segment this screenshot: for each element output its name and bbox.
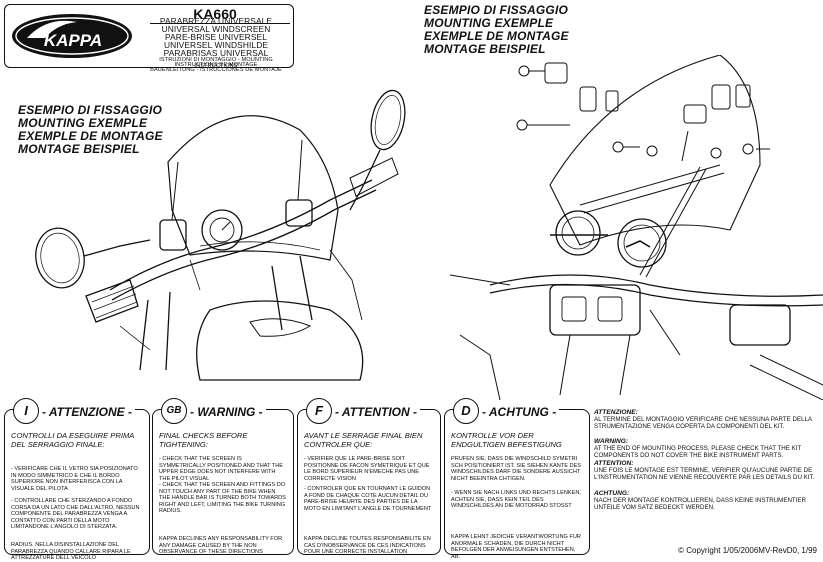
notice-label: WARNING: [594, 438, 629, 445]
badge-icon: I [13, 398, 39, 424]
copyright: © Copyright 1/05/2006MV-RevD0, 1/99 [678, 546, 817, 555]
instructions-line-2: INSTRUCTIONS DE MONTAGE [174, 62, 258, 68]
warning-item: PRUFEN SIE, DASS DIE WINDSCHILD SYMETRI … [451, 456, 582, 482]
notice-text: AT THE END OF MOUNTING PROCESS, PLEASE C… [594, 445, 802, 459]
warning-item: - CHECK THAT THE SCREEN AND FITTINGS DO … [159, 482, 286, 515]
warning-item: - CONTROLER QUE EN TOURNANT LE GUIDON A … [304, 486, 432, 512]
warning-note: KAPPA DECLINES ANY RESPONSABILITY FOR AN… [159, 536, 283, 556]
warning-title: - ACHTUNG - [479, 405, 560, 419]
warning-note: KAPPA LEHNT JEDICHE VERANTWORTUNG FUR AN… [451, 534, 581, 560]
product-name-en: UNIVERSAL WINDSCREEN [161, 24, 271, 34]
warning-item: - WENN SIE NACH LINKS UND RECHTS LENKEN,… [451, 490, 581, 510]
header-box [4, 4, 294, 68]
badge-icon: F [306, 398, 332, 424]
warning-subtitle: AVANT LE SERRAGE FINAL BIEN CONTROLER QU… [304, 431, 423, 449]
model-number: KA660 [193, 6, 237, 22]
notice-fr: ATTENTION: UNE FOIS LE MONTAGE EST TERMI… [594, 460, 818, 481]
warning-item: - CONTROLLARE CHE STERZANDO A FONDO CORS… [11, 498, 140, 531]
notice-text: NACH DER MONTAGE KONTROLLIEREN, DAß KEIN… [594, 497, 807, 511]
warning-title: - ATTENZIONE - [39, 405, 135, 419]
badge-icon: GB [161, 398, 187, 424]
product-name-fr: PARE-BRISE UNIVERSEL [165, 32, 267, 42]
warning-box-gb: GB - WARNING - FINAL CHECKS BEFORE TIGHT… [152, 398, 294, 556]
warning-title: - ATTENTION - [332, 405, 420, 419]
kappa-logo: KAPPA [12, 14, 132, 58]
right-mounting-illustration [449, 55, 823, 400]
right-heading: ESEMPIO DI FISSAGGIO MOUNTING EXEMPLE EX… [424, 4, 569, 56]
divider [150, 23, 290, 24]
warning-item: - VERIFIER QUE LE PARE-BRISE SOIT POSITI… [304, 456, 430, 482]
notice-label: ACHTUNG: [594, 490, 630, 497]
notice-text: AL TERMINE DEL MONTAGGIO VERIFICARE CHE … [594, 416, 812, 430]
instructions-line-3: BAUENLEITUNG - ISTRUCCIONES DE MONTAJE [150, 67, 282, 73]
badge-icon: D [453, 398, 479, 424]
right-heading-line-1: ESEMPIO DI FISSAGGIO [424, 3, 569, 17]
notice-de: ACHTUNG: NACH DER MONTAGE KONTROLLIEREN,… [594, 490, 818, 511]
instructions-line-1: ISTRUZIONI DI MONTAGGIO - MOUNTING INSTR… [159, 57, 273, 69]
warning-subtitle: FINAL CHECKS BEFORE TIGHTENING: [159, 431, 248, 449]
warning-subtitle: KONTROLLE VOR DER ENDGULTIGEN BEFESTIGUN… [451, 431, 562, 449]
left-heading-line-2: MOUNTING EXEMPLE [18, 116, 148, 130]
product-name-es: PARABRISAS UNIVERSAL [163, 48, 269, 58]
warning-note: RADIUS. NELLA DISINSTALLAZIONE DEL PARAB… [11, 542, 131, 562]
product-name-it: PARABREZZA UNIVERSALE [159, 16, 273, 26]
right-heading-line-3: EXEMPLE DE MONTAGE [424, 29, 569, 43]
left-heading-line-4: MONTAGE BEISPIEL [18, 142, 140, 156]
notice-label: ATTENTION: [594, 460, 634, 467]
notice-text: UNE FOIS LE MONTAGE EST TERMINE, VERIFIE… [594, 467, 815, 481]
warning-box-it: I - ATTENZIONE - CONTROLLI DA ESEGUIRE P… [4, 398, 150, 561]
notice-en: WARNING: AT THE END OF MOUNTING PROCESS,… [594, 438, 818, 459]
logo-text: KAPPA [44, 31, 102, 50]
warning-subtitle: CONTROLLI DA ESEGUIRE PRIMA DEL SERRAGGI… [11, 431, 135, 449]
left-heading: ESEMPIO DI FISSAGGIO MOUNTING EXEMPLE EX… [18, 104, 163, 156]
warning-box-fr: F - ATTENTION - AVANT LE SERRAGE FINAL B… [297, 398, 441, 556]
product-name-de: UNIVERSEL WINDSHILDE [163, 40, 269, 50]
warning-box-de: D - ACHTUNG - KONTROLLE VOR DER ENDGULTI… [444, 398, 590, 560]
left-mounting-illustration [35, 89, 406, 381]
warning-item: - VERIFICARE CHE IL VETRO SIA POSIZIONAT… [11, 466, 138, 492]
warning-item: - CHECK THAT THE SCREEN IS SYMMETRICALLY… [159, 456, 284, 482]
notice-it: ATTENZIONE: AL TERMINE DEL MONTAGGIO VER… [594, 409, 818, 430]
notice-label: ATTENZIONE: [594, 409, 638, 416]
warning-title: - WARNING - [187, 405, 266, 419]
left-heading-line-1: ESEMPIO DI FISSAGGIO [18, 103, 163, 117]
warning-note: KAPPA DECLINE TOUTES RESPONSABILITE EN C… [304, 536, 431, 556]
left-heading-line-3: EXEMPLE DE MONTAGE [18, 129, 163, 143]
right-heading-line-2: MOUNTING EXEMPLE [424, 16, 554, 30]
right-heading-line-4: MONTAGE BEISPIEL [424, 42, 546, 56]
